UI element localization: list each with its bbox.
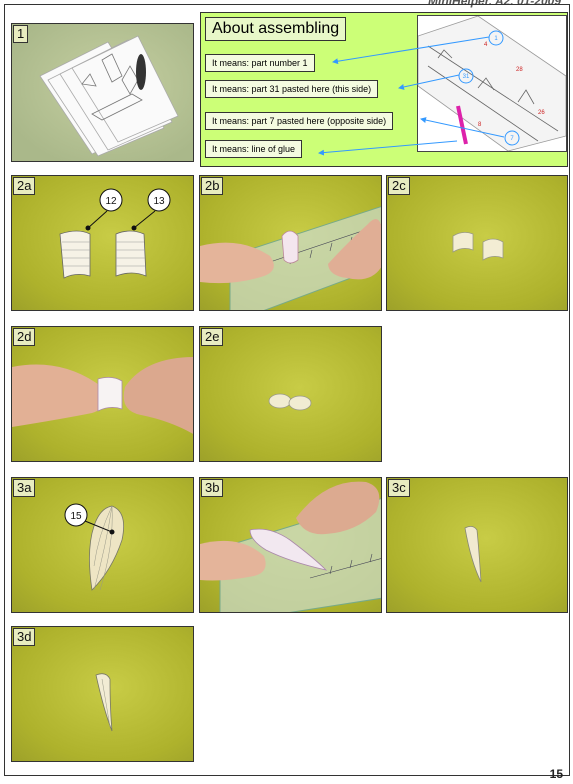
- svg-text:4: 4: [484, 42, 488, 48]
- part-template-drawing: 4 28 26 8 1 31 7: [418, 16, 566, 151]
- diagram-label-7: 7: [510, 136, 514, 142]
- svg-text:8: 8: [478, 122, 482, 128]
- step-2d-photo: 2d: [11, 326, 194, 462]
- finished-cone-illustration: [95, 673, 113, 732]
- diagram-label-31: 31: [463, 74, 470, 80]
- diagram-label-1: 1: [494, 36, 498, 42]
- step-label-3b: 3b: [201, 479, 224, 497]
- step-label-2d: 2d: [13, 328, 36, 346]
- svg-text:28: 28: [516, 67, 523, 73]
- step-label-2b: 2b: [201, 177, 224, 195]
- step-1-photo: 1: [11, 23, 194, 162]
- part-callout-12: 12: [105, 196, 117, 207]
- glued-parts-illustration: [268, 393, 312, 411]
- step-2a-photo: 12 13 2a: [11, 175, 194, 311]
- step-label-2c: 2c: [388, 177, 410, 195]
- step-2e-photo: 2e: [199, 326, 382, 462]
- legend-item-pasted-opposite-side: It means: part 7 pasted here (opposite s…: [205, 112, 394, 130]
- step-label-2e: 2e: [201, 328, 224, 346]
- legend-title: About assembling: [205, 17, 347, 41]
- legend-template-diagram: 4 28 26 8 1 31 7: [417, 15, 567, 152]
- part-callout-13: 13: [153, 196, 165, 207]
- step-label-1: 1: [13, 25, 29, 43]
- step-3d-photo: 3d: [11, 626, 194, 762]
- gluing-hands-illustration: [12, 357, 193, 434]
- part-callout-15: 15: [70, 511, 82, 522]
- step-label-3c: 3c: [388, 479, 410, 497]
- step-2c-photo: 2c: [386, 175, 568, 311]
- parts-12-13-illustration: 12 13: [59, 188, 171, 279]
- svg-text:26: 26: [538, 110, 545, 116]
- legend-item-glue-line: It means: line of glue: [205, 140, 303, 158]
- assembly-legend: About assembling It means: part number 1…: [200, 12, 568, 167]
- step-label-3a: 3a: [13, 479, 36, 497]
- legend-callout-arrows: [318, 36, 505, 156]
- paper-sheets-illustration: [39, 35, 179, 157]
- step-3b-photo: 3b: [199, 477, 382, 613]
- page-frame: 15: [4, 4, 570, 781]
- part-15-illustration: 15: [64, 503, 125, 591]
- page-number: 15: [549, 767, 563, 781]
- ruler-cone-hands-illustration: [200, 481, 381, 612]
- curved-parts-illustration: [452, 232, 504, 261]
- step-3c-photo: 3c: [386, 477, 568, 613]
- legend-item-pasted-this-side: It means: part 31 pasted here (this side…: [205, 80, 379, 98]
- formed-cone-illustration: [464, 526, 482, 583]
- step-3a-photo: 15 3a: [11, 477, 194, 613]
- ruler-and-hands-illustration: [200, 206, 381, 310]
- step-label-3d: 3d: [13, 628, 36, 646]
- legend-item-part-number: It means: part number 1: [205, 54, 315, 72]
- step-2b-photo: 2b: [199, 175, 382, 311]
- step-label-2a: 2a: [13, 177, 36, 195]
